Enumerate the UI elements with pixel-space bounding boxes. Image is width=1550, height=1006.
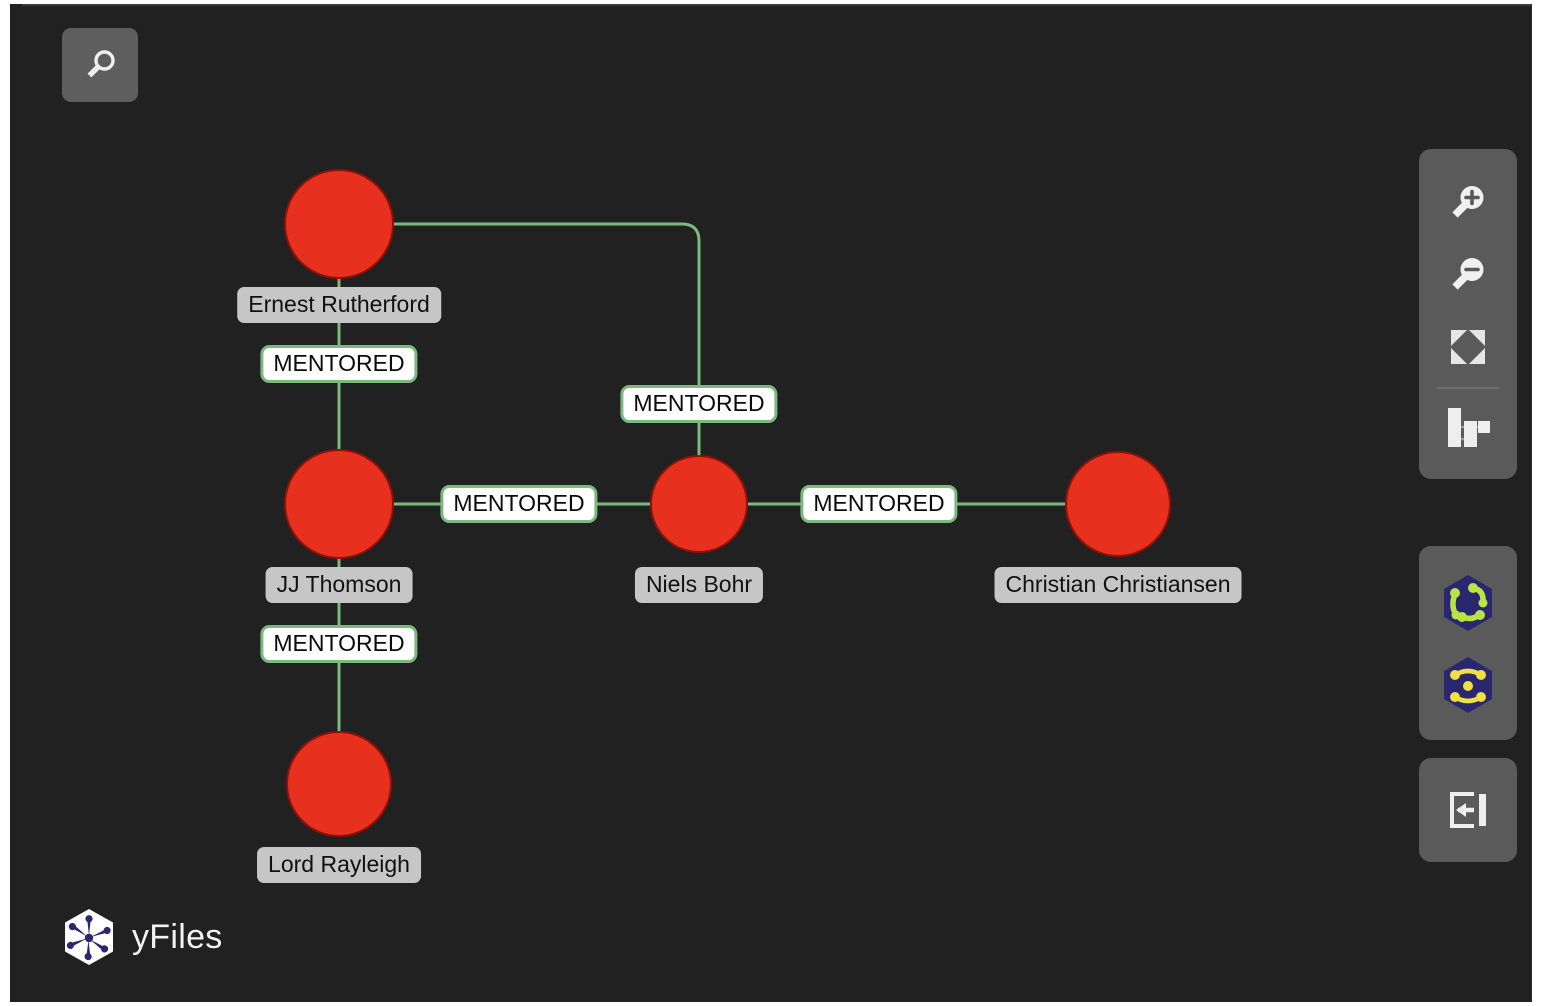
layouts-toolbar — [1419, 546, 1517, 740]
node-label-ernest-rutherford[interactable]: Ernest Rutherford — [237, 287, 441, 323]
node-christian-christiansen[interactable] — [1065, 451, 1171, 557]
node-label-christian-christiansen[interactable]: Christian Christiansen — [994, 567, 1242, 603]
hierarchic-layout-icon — [1448, 408, 1490, 447]
search-icon — [87, 50, 115, 78]
node-label-lord-rayleigh[interactable]: Lord Rayleigh — [257, 847, 421, 883]
layout-button[interactable] — [1429, 391, 1507, 463]
yfiles-logo: yFiles — [60, 908, 223, 966]
yfiles-logo-text: yFiles — [132, 917, 223, 956]
zoom-in-icon — [1452, 186, 1484, 218]
collapse-panel-icon — [1450, 792, 1486, 828]
node-jj-thomson[interactable] — [284, 449, 394, 559]
fit-content-icon — [1451, 330, 1485, 364]
collapse-panel-button[interactable] — [1429, 774, 1507, 846]
zoom-in-button[interactable] — [1429, 167, 1507, 239]
search-button[interactable] — [62, 28, 138, 102]
node-label-jj-thomson[interactable]: JJ Thomson — [265, 567, 413, 603]
edge-label-bohr-christiansen[interactable]: MENTORED — [800, 485, 958, 523]
toolbar-divider — [1437, 387, 1499, 389]
organic-layout-button[interactable] — [1431, 566, 1505, 640]
graph-canvas[interactable]: Ernest Rutherford JJ Thomson Niels Bohr … — [22, 4, 1532, 1002]
edge-label-rutherford-bohr[interactable]: MENTORED — [620, 385, 778, 423]
zoom-out-icon — [1452, 258, 1484, 290]
edge-label-rutherford-thomson[interactable]: MENTORED — [260, 345, 418, 383]
collapse-toolbar — [1419, 758, 1517, 862]
node-ernest-rutherford[interactable] — [284, 169, 394, 279]
yfiles-logo-icon — [65, 909, 113, 965]
node-layer — [284, 169, 1171, 837]
graph-svg — [284, 169, 1171, 837]
organic-graph-hex-icon — [1444, 575, 1492, 631]
edge-label-thomson-bohr[interactable]: MENTORED — [440, 485, 598, 523]
node-niels-bohr[interactable] — [650, 455, 748, 553]
node-label-niels-bohr[interactable]: Niels Bohr — [634, 567, 764, 603]
zoom-toolbar — [1419, 149, 1517, 479]
node-lord-rayleigh[interactable] — [286, 731, 392, 837]
edge-label-thomson-rayleigh[interactable]: MENTORED — [260, 625, 418, 663]
fit-content-button[interactable] — [1429, 311, 1507, 383]
zoom-out-button[interactable] — [1429, 239, 1507, 311]
canvas-left-strip — [10, 4, 22, 1002]
radial-layout-button[interactable] — [1431, 648, 1505, 722]
edge-rutherford-bohr[interactable] — [393, 222, 701, 456]
radial-graph-hex-icon — [1444, 657, 1492, 713]
